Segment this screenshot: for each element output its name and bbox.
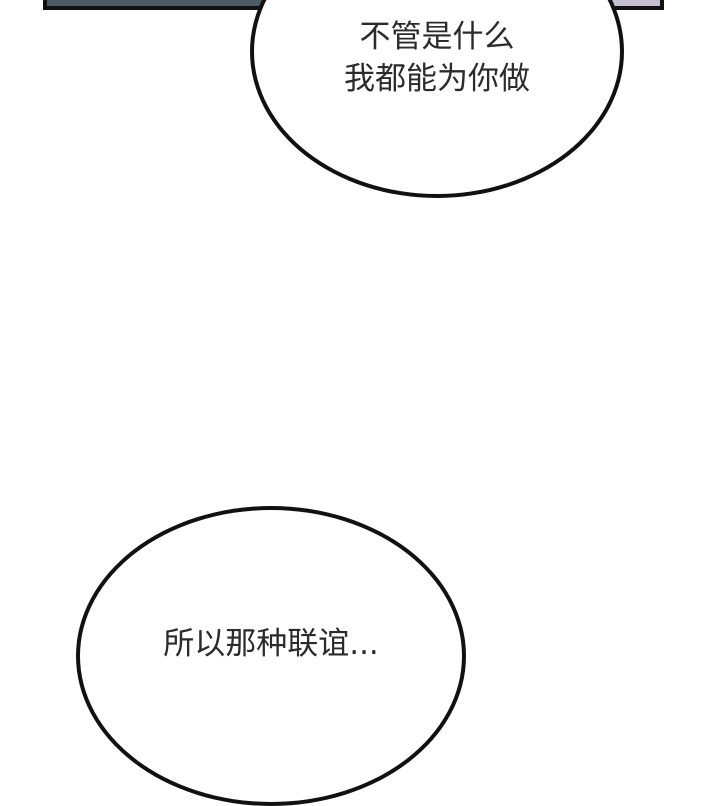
speech-line: 不管是什么 (359, 19, 515, 55)
speech-line: 所以那种联谊... (163, 626, 379, 662)
speech-line: 我都能为你做 (344, 61, 530, 97)
speech-bubble-top: 不管是什么 我都能为你做 (250, 0, 624, 198)
speech-bubble-bottom: 所以那种联谊... (76, 506, 466, 806)
speech-text-bottom: 所以那种联谊... (80, 623, 462, 665)
panel-background-dark (47, 0, 415, 6)
speech-text-top: 不管是什么 我都能为你做 (254, 16, 620, 100)
